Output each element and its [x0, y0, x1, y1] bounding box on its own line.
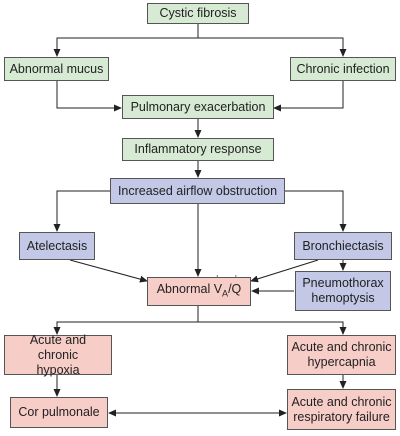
node-increased-airflow-obstruction-label: Increased airflow obstruction — [117, 183, 278, 198]
node-inflammatory-response: Inflammatory response — [122, 138, 274, 161]
node-abnormal-mucus-label: Abnormal mucus — [9, 61, 104, 76]
vq-prefix: Abnormal — [156, 281, 214, 296]
vq-q: Q — [232, 282, 242, 297]
vq-a-subscript: A — [222, 288, 229, 299]
node-pulmonary-exacerbation: Pulmonary exacerbation — [122, 95, 274, 119]
node-cor-pulmonale-label: Cor pulmonale — [18, 405, 100, 419]
node-abnormal-vq: Abnormal VA/Q — [147, 277, 251, 306]
node-hypoxia-label: Acute and chronic hypoxia — [29, 332, 87, 377]
node-pneumothorax-hemoptysis-label: Pneumothorax hemoptysis — [302, 276, 384, 305]
node-abnormal-mucus: Abnormal mucus — [4, 57, 109, 81]
node-respiratory-failure-label: Acute and chronic respiratory failure — [291, 394, 392, 424]
node-chronic-infection: Chronic infection — [290, 57, 396, 81]
node-respiratory-failure: Acute and chronic respiratory failure — [287, 389, 396, 430]
arrow-bronchiectasis-to-vq — [250, 259, 319, 283]
arrow-atelectasis-to-vq — [69, 259, 148, 283]
arrow-vq-to-hypercapnia — [198, 321, 347, 335]
node-cystic-fibrosis: Cystic fibrosis — [147, 3, 249, 24]
node-inflammatory-response-label: Inflammatory response — [134, 142, 262, 156]
node-increased-airflow-obstruction: Increased airflow obstruction — [110, 178, 285, 204]
arrow-mucus-to-exacerbation — [56, 81, 122, 112]
arrow-cf-to-infection — [198, 37, 347, 57]
node-hypercapnia: Acute and chronic hypercapnia — [287, 335, 396, 375]
node-cystic-fibrosis-label: Cystic fibrosis — [159, 6, 237, 20]
node-atelectasis-label: Atelectasis — [26, 238, 88, 253]
arrow-infection-to-exacerbation — [273, 81, 344, 112]
node-bronchiectasis: Bronchiectasis — [294, 232, 392, 260]
vq-slash: / — [228, 281, 232, 296]
node-bronchiectasis-label: Bronchiectasis — [302, 238, 384, 253]
node-abnormal-vq-label: Abnormal VA/Q — [157, 282, 242, 302]
arrow-vq-to-hypoxia — [53, 306, 199, 335]
node-pneumothorax-hemoptysis: Pneumothorax hemoptysis — [295, 271, 391, 311]
node-hypercapnia-label: Acute and chronic hypercapnia — [291, 340, 392, 369]
node-cor-pulmonale: Cor pulmonale — [10, 397, 108, 428]
vq-v: V — [214, 282, 222, 297]
node-hypoxia: Acute and chronic hypoxia — [4, 332, 112, 377]
node-chronic-infection-label: Chronic infection — [296, 61, 390, 76]
arrow-cf-to-mucus — [53, 24, 199, 57]
node-atelectasis: Atelectasis — [19, 232, 95, 260]
arrow-obstruction-to-atelectasis — [53, 190, 110, 232]
node-pulmonary-exacerbation-label: Pulmonary exacerbation — [130, 99, 266, 114]
arrow-obstruction-to-bronchiectasis — [285, 190, 347, 232]
